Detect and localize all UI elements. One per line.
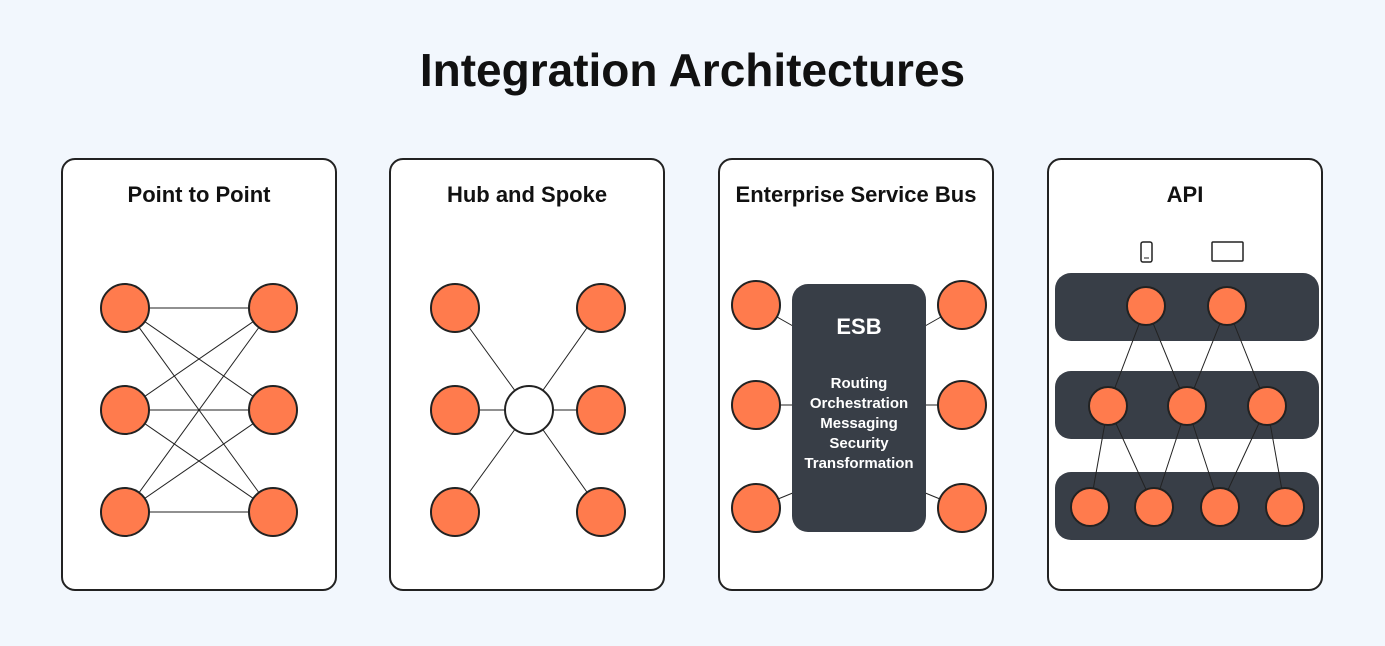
- esb-node-left-1: [731, 280, 781, 330]
- api-icons: [1140, 241, 1244, 263]
- card-point-to-point: Point to Point: [61, 158, 337, 591]
- card-api: API: [1047, 158, 1323, 591]
- api-node-top-1: [1126, 286, 1166, 326]
- esb-function: Orchestration: [809, 395, 909, 412]
- api-node-middle-3: [1247, 386, 1287, 426]
- card-title: Point to Point: [127, 182, 271, 207]
- esb-function: Security: [829, 435, 889, 452]
- esb-label: ESB: [836, 314, 882, 339]
- esb-box: ESB Routing Orchestration Messaging Secu…: [792, 284, 926, 532]
- api-node-bottom-4: [1265, 487, 1305, 527]
- node-left-2: [100, 385, 150, 435]
- hub-node: [504, 385, 554, 435]
- esb-diagram: [731, 280, 987, 533]
- esb-functions: Routing Orchestration Messaging Security…: [792, 374, 926, 474]
- spoke-node-3: [430, 487, 480, 537]
- api-node-middle-2: [1167, 386, 1207, 426]
- page-title: Integration Architectures: [419, 44, 966, 96]
- card-title: API: [1166, 182, 1204, 207]
- esb-node-left-2: [731, 380, 781, 430]
- esb-node-left-3: [731, 483, 781, 533]
- node-right-2: [248, 385, 298, 435]
- card-title: Hub and Spoke: [446, 182, 608, 207]
- spoke-node-1: [430, 283, 480, 333]
- api-node-bottom-2: [1134, 487, 1174, 527]
- api-node-bottom-3: [1200, 487, 1240, 527]
- esb-node-right-1: [937, 280, 987, 330]
- spoke-node-6: [576, 487, 626, 537]
- esb-function: Transformation: [804, 455, 914, 472]
- api-node-bottom-1: [1070, 487, 1110, 527]
- spoke-node-4: [576, 283, 626, 333]
- node-right-3: [248, 487, 298, 537]
- api-layer-top: [1055, 273, 1319, 341]
- node-left-3: [100, 487, 150, 537]
- card-enterprise-service-bus: Enterprise Service Bus ESB Routing Orche…: [718, 158, 994, 591]
- spoke-node-5: [576, 385, 626, 435]
- hub-and-spoke-diagram: [430, 283, 626, 537]
- esb-node-right-3: [937, 483, 987, 533]
- point-to-point-diagram: [100, 283, 298, 537]
- card-title: Enterprise Service Bus: [735, 182, 977, 207]
- spoke-node-2: [430, 385, 480, 435]
- node-left-1: [100, 283, 150, 333]
- api-node-top-2: [1207, 286, 1247, 326]
- card-hub-and-spoke: Hub and Spoke: [389, 158, 665, 591]
- esb-function: Routing: [830, 375, 888, 392]
- api-node-middle-1: [1088, 386, 1128, 426]
- node-right-1: [248, 283, 298, 333]
- api-diagram: [1070, 286, 1305, 527]
- tablet-icon: [1211, 241, 1244, 262]
- smartphone-icon: [1140, 241, 1153, 263]
- esb-node-right-2: [937, 380, 987, 430]
- esb-function: Messaging: [820, 415, 898, 432]
